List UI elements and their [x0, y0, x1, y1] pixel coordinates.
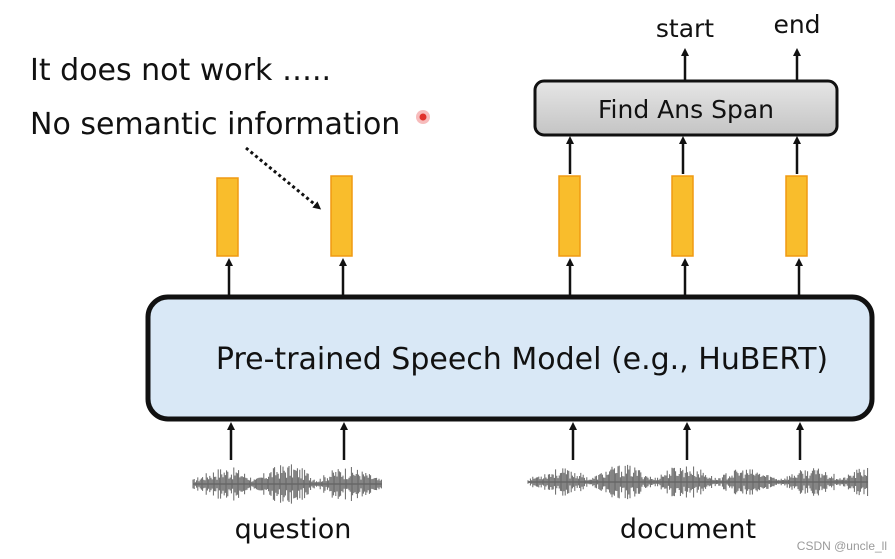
embedding-bar — [330, 175, 353, 257]
speech-model-label: Pre-trained Speech Model (e.g., HuBERT) — [216, 342, 828, 377]
find-ans-span-box — [533, 79, 839, 137]
embedding-bar — [216, 177, 239, 257]
question-waveform-icon — [192, 464, 382, 504]
pointer-dot-icon — [416, 110, 430, 124]
document-waveform-icon — [527, 464, 869, 500]
speech-model-box — [145, 294, 875, 422]
dotted-pointer-arrow — [245, 146, 322, 210]
question-label: question — [235, 514, 352, 545]
note-no-semantic-info: No semantic information — [30, 107, 400, 142]
output-label-end: end — [773, 10, 820, 39]
find-ans-span-label: Find Ans Span — [598, 95, 774, 124]
embedding-bar — [558, 175, 581, 257]
embedding-bar — [671, 175, 694, 257]
output-label-start: start — [656, 14, 714, 43]
embedding-bar — [785, 175, 808, 257]
note-does-not-work: It does not work ….. — [30, 53, 331, 88]
document-label: document — [620, 514, 756, 545]
watermark: CSDN @uncle_ll — [796, 539, 887, 553]
